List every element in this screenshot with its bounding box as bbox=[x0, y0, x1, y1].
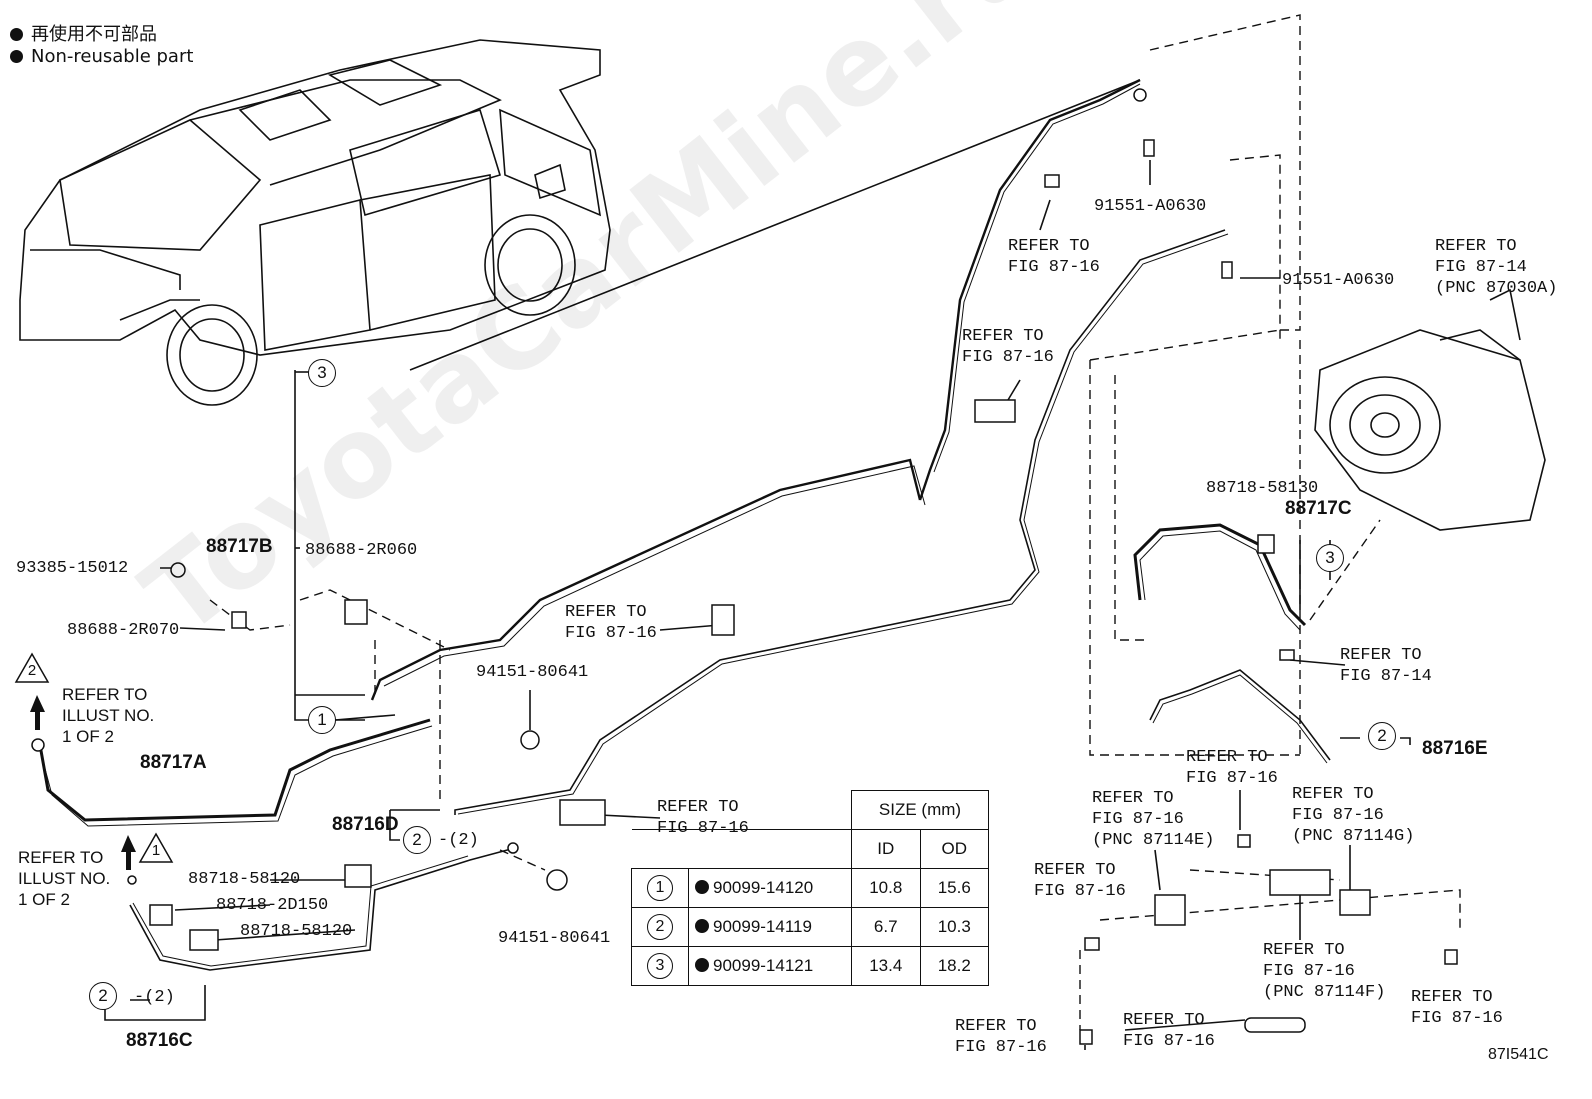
qty-88716D: -(2) bbox=[438, 831, 479, 850]
table-empty-corner bbox=[631, 790, 852, 830]
refer-fig-87-16-b[interactable]: REFER TO FIG 87-16 bbox=[962, 327, 1054, 367]
callout-1[interactable]: 1 bbox=[308, 706, 336, 734]
part-88718-58120-a[interactable]: 88718-58120 bbox=[188, 870, 301, 889]
refer-illust-top[interactable]: REFER TO ILLUST NO. 1 OF 2 bbox=[62, 685, 155, 746]
table-empty-corner-2 bbox=[631, 829, 852, 869]
row-od: 15.6 bbox=[919, 868, 989, 908]
legend-line-jp: 再使用不可部品 bbox=[10, 20, 157, 46]
part-88717A[interactable]: 88717A bbox=[140, 752, 207, 773]
part-88718-58120-b[interactable]: 88718-58120 bbox=[240, 922, 353, 941]
refer-fig-87-16-pnc-87114E[interactable]: REFER TO FIG 87-16 (PNC 87114E) bbox=[1092, 789, 1215, 850]
table-row[interactable]: 2 90099-14119 6.7 10.3 bbox=[631, 907, 989, 947]
part-88717B[interactable]: 88717B bbox=[206, 536, 273, 557]
refer-fig-87-16-g[interactable]: REFER TO FIG 87-16 bbox=[1411, 988, 1503, 1028]
refer-fig-87-16-c[interactable]: REFER TO FIG 87-16 bbox=[565, 603, 657, 643]
part-88716E[interactable]: 88716E bbox=[1422, 738, 1488, 759]
legend-text-en: Non-reusable part bbox=[31, 46, 194, 67]
triangle-2-label: 2 bbox=[27, 662, 37, 679]
part-88718-58130[interactable]: 88718-58130 bbox=[1206, 479, 1319, 498]
non-reusable-dot-icon bbox=[10, 50, 23, 63]
callout-2-88716E[interactable]: 2 bbox=[1368, 722, 1396, 750]
callout-3-88717C[interactable]: 3 bbox=[1316, 544, 1344, 572]
part-88716D[interactable]: 88716D bbox=[332, 814, 399, 835]
col-id-header: ID bbox=[851, 829, 921, 869]
part-94151-80641-a[interactable]: 94151-80641 bbox=[476, 663, 589, 682]
callout-3-upper[interactable]: 3 bbox=[308, 359, 336, 387]
row-part-number: 90099-14120 bbox=[713, 878, 814, 897]
callout-2-88716D[interactable]: 2 bbox=[403, 826, 431, 854]
non-reusable-dot-icon bbox=[695, 919, 709, 933]
hose-clamp-size-table: SIZE (mm) ID OD 1 90099-14120 10.8 15.6 … bbox=[631, 790, 989, 986]
refer-fig-87-14-pnc[interactable]: REFER TO FIG 87-14 (PNC 87030A) bbox=[1435, 237, 1558, 298]
row-id: 13.4 bbox=[851, 946, 921, 986]
qty-88716C: -(2) bbox=[134, 988, 175, 1007]
part-94151-80641-b[interactable]: 94151-80641 bbox=[498, 929, 611, 948]
van-illustration bbox=[19, 39, 611, 406]
refer-fig-87-16-a[interactable]: REFER TO FIG 87-16 bbox=[1008, 237, 1100, 277]
row-number: 2 bbox=[647, 914, 673, 940]
row-part-number: 90099-14119 bbox=[713, 917, 812, 936]
refer-illust-bottom[interactable]: REFER TO ILLUST NO. 1 OF 2 bbox=[18, 848, 111, 909]
part-91551-A0630-mid[interactable]: 91551-A0630 bbox=[1282, 271, 1395, 290]
refer-fig-87-16-i[interactable]: REFER TO FIG 87-16 bbox=[955, 1017, 1047, 1057]
refer-fig-87-16-e[interactable]: REFER TO FIG 87-16 bbox=[1186, 748, 1278, 788]
refer-fig-87-16-h[interactable]: REFER TO FIG 87-16 bbox=[1123, 1011, 1215, 1051]
legend-line-en: Non-reusable part bbox=[10, 46, 193, 67]
hvac-unit bbox=[1314, 288, 1546, 531]
table-row[interactable]: 1 90099-14120 10.8 15.6 bbox=[631, 868, 989, 908]
row-od: 10.3 bbox=[919, 907, 989, 947]
row-id: 10.8 bbox=[851, 868, 921, 908]
triangle-1-marker-icon[interactable]: 1 bbox=[138, 832, 174, 864]
non-reusable-dot-icon bbox=[695, 880, 709, 894]
refer-fig-87-16-pnc-87114F[interactable]: REFER TO FIG 87-16 (PNC 87114F) bbox=[1263, 941, 1386, 1002]
figure-id: 87I541C bbox=[1488, 1046, 1549, 1063]
part-88718-2D150[interactable]: 88718-2D150 bbox=[216, 896, 329, 915]
row-part-number: 90099-14121 bbox=[713, 956, 814, 975]
callout-2-88716C[interactable]: 2 bbox=[89, 982, 117, 1010]
triangle-2-marker-icon[interactable]: 2 bbox=[14, 652, 50, 684]
triangle-1-label: 1 bbox=[151, 842, 161, 859]
size-header: SIZE (mm) bbox=[851, 790, 989, 830]
refer-fig-87-14-b[interactable]: REFER TO FIG 87-14 bbox=[1340, 646, 1432, 686]
row-number: 3 bbox=[647, 953, 673, 979]
refer-fig-87-16-f[interactable]: REFER TO FIG 87-16 bbox=[1034, 861, 1126, 901]
part-88717C[interactable]: 88717C bbox=[1285, 498, 1352, 519]
row-number: 1 bbox=[647, 875, 673, 901]
row-od: 18.2 bbox=[919, 946, 989, 986]
part-93385-15012[interactable]: 93385-15012 bbox=[16, 559, 129, 578]
non-reusable-dot-icon bbox=[695, 958, 709, 972]
part-91551-A0630-top[interactable]: 91551-A0630 bbox=[1094, 197, 1207, 216]
part-88688-2R070[interactable]: 88688-2R070 bbox=[67, 621, 180, 640]
part-88716C[interactable]: 88716C bbox=[126, 1030, 193, 1051]
table-row[interactable]: 3 90099-14121 13.4 18.2 bbox=[631, 946, 989, 986]
non-reusable-dot-icon bbox=[10, 28, 23, 41]
refer-fig-87-16-pnc-87114G[interactable]: REFER TO FIG 87-16 (PNC 87114G) bbox=[1292, 785, 1415, 846]
legend-text-jp: 再使用不可部品 bbox=[31, 24, 157, 45]
row-id: 6.7 bbox=[851, 907, 921, 947]
part-88688-2R060[interactable]: 88688-2R060 bbox=[305, 541, 418, 560]
col-od-header: OD bbox=[919, 829, 989, 869]
